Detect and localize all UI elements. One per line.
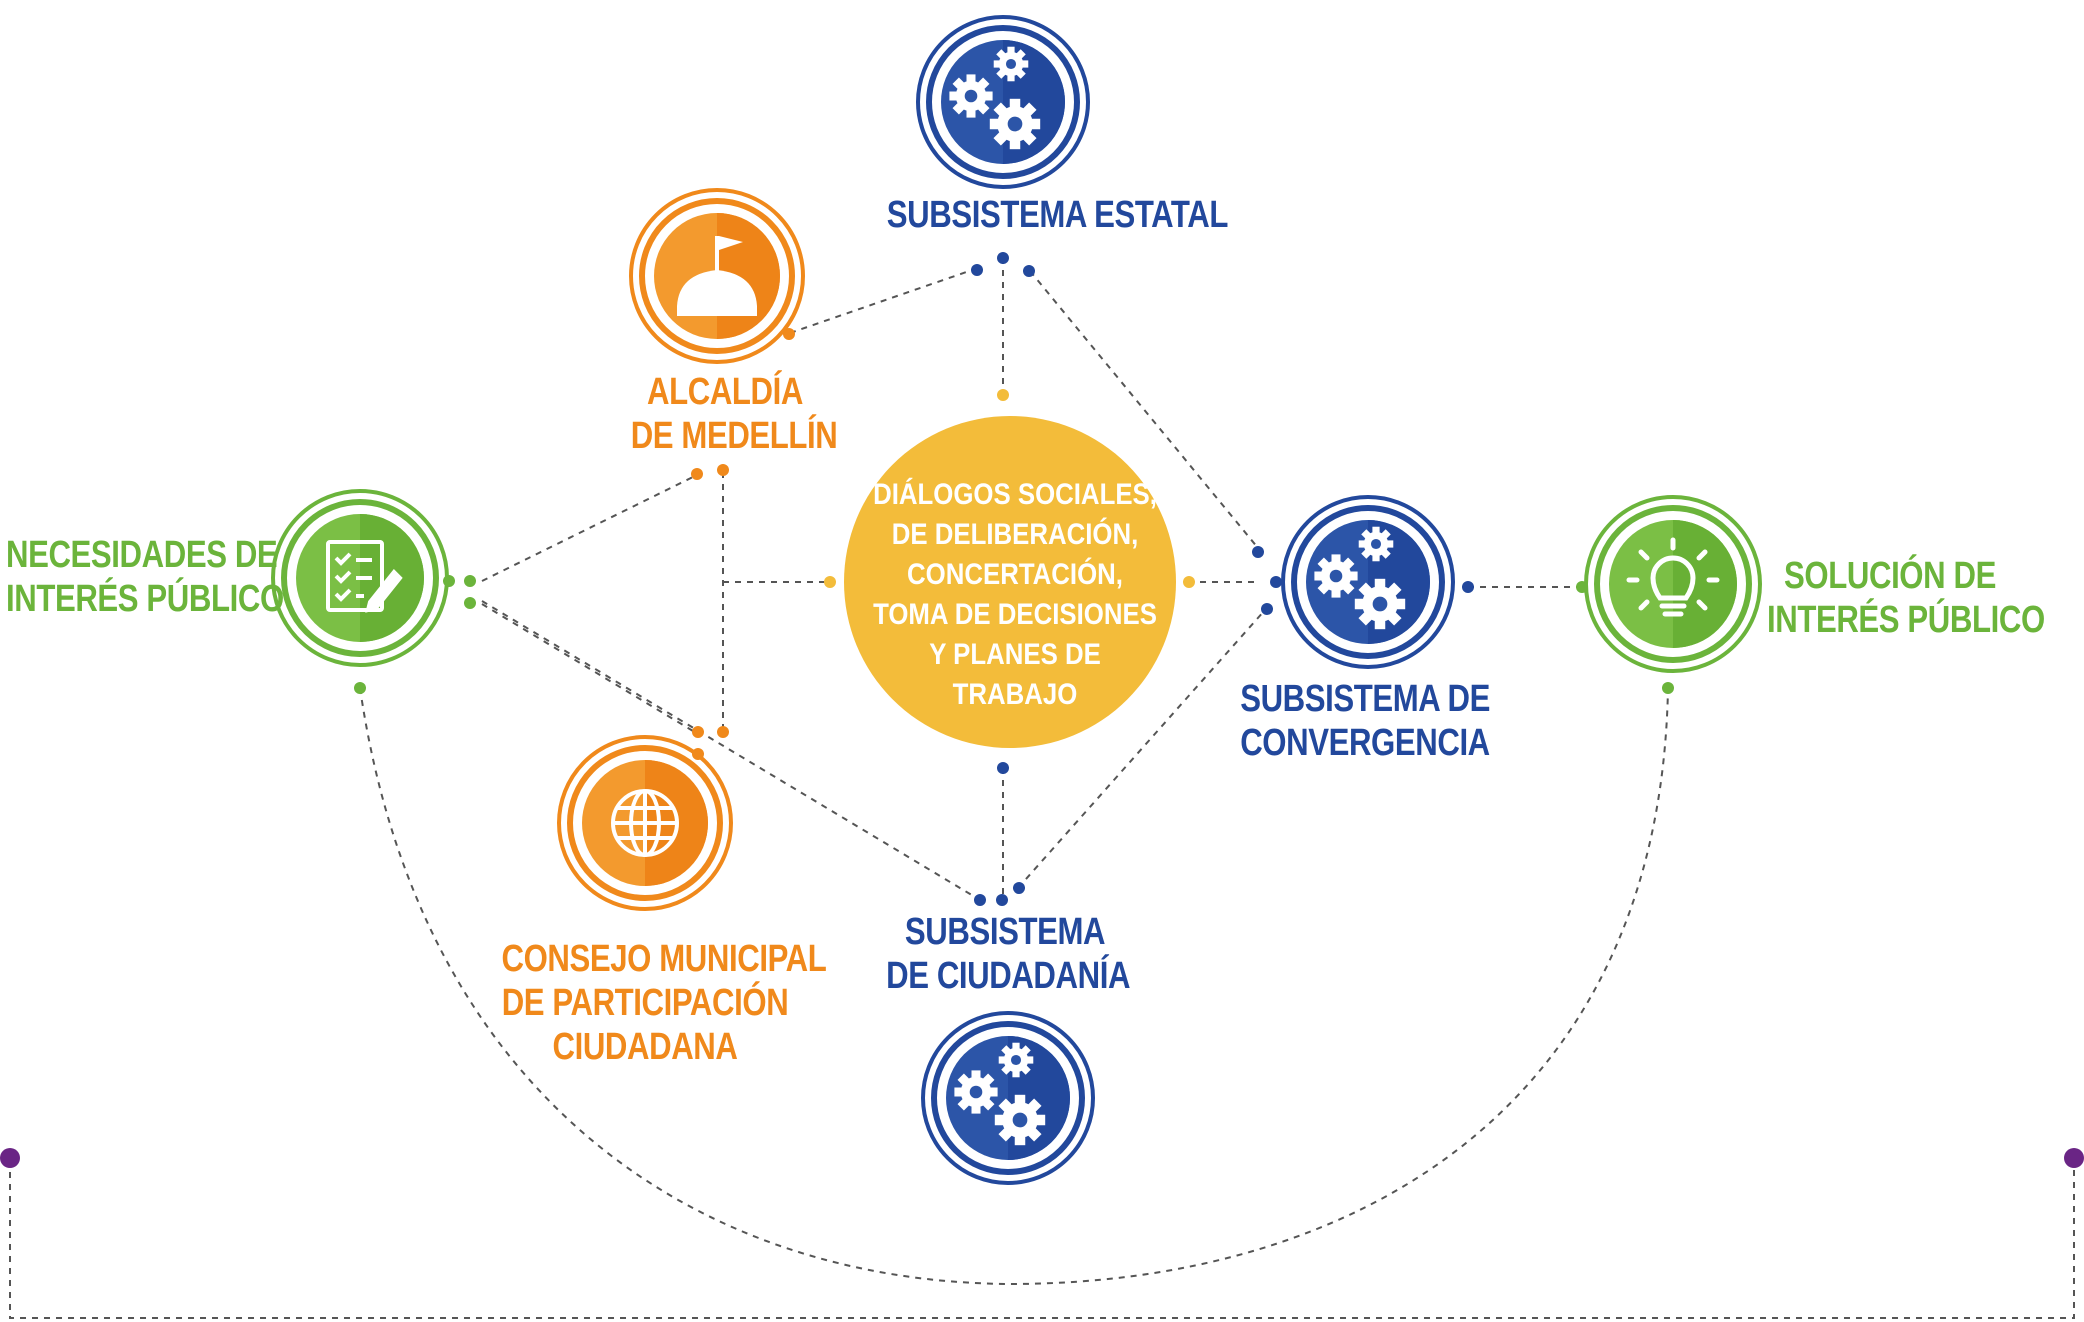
- flag-dome-icon: [677, 236, 757, 316]
- label-line: DE MEDELLÍN: [630, 415, 838, 457]
- lightbulb-icon: [1626, 537, 1720, 617]
- label-ciudadania: SUBSISTEMA DE CIUDADANÍA: [886, 910, 1131, 998]
- label-line: NECESIDADES DE: [6, 534, 278, 576]
- outcome-arc: [359, 687, 1669, 1286]
- label-line: SUBSISTEMA ESTATAL: [886, 194, 1229, 236]
- center-line: TOMA DE DECISIONES: [873, 598, 1157, 631]
- center-text: DIÁLOGOS SOCIALES, DE DELIBERACIÓN, CONC…: [869, 475, 1161, 715]
- node-consejo: [557, 735, 733, 911]
- label-line: SOLUCIÓN DE: [1784, 555, 1996, 597]
- label-estatal: SUBSISTEMA ESTATAL: [886, 193, 1229, 237]
- center-line: DE DELIBERACIÓN,: [891, 518, 1139, 551]
- globe-icon: [611, 789, 679, 857]
- checklist-pen-icon: [326, 540, 403, 613]
- label-line: ALCALDÍA: [647, 371, 803, 413]
- label-line: SUBSISTEMA: [904, 911, 1106, 953]
- node-convergencia: [1281, 495, 1455, 669]
- label-alcaldia: ALCALDÍA DE MEDELLÍN: [630, 370, 838, 458]
- center-circle: [844, 416, 1176, 748]
- label-line: SUBSISTEMA DE: [1240, 678, 1490, 720]
- node-alcaldia: [629, 188, 805, 364]
- node-necesidades: [271, 489, 449, 667]
- label-line: INTERÉS PÚBLICO: [1767, 599, 2045, 641]
- center-line: Y PLANES DE TRABAJO: [929, 638, 1101, 711]
- center-line: DIÁLOGOS SOCIALES,: [873, 478, 1157, 511]
- node-ciudadania: [921, 1011, 1095, 1185]
- label-line: CIUDADANA: [552, 1026, 738, 1068]
- connector-lines: [9, 258, 2075, 1319]
- label-solucion: SOLUCIÓN DE INTERÉS PÚBLICO: [1767, 554, 2045, 642]
- node-solucion: [1584, 495, 1762, 673]
- connector-dots: [0, 252, 2084, 1168]
- node-estatal: [916, 15, 1090, 189]
- label-convergencia: SUBSISTEMA DE CONVERGENCIA: [1240, 677, 1490, 765]
- label-consejo: CONSEJO MUNICIPAL DE PARTICIPACIÓN CIUDA…: [501, 937, 827, 1069]
- label-line: CONSEJO MUNICIPAL: [501, 938, 827, 980]
- center-line: CONCERTACIÓN,: [907, 558, 1123, 591]
- label-line: INTERÉS PÚBLICO: [6, 578, 284, 620]
- label-necesidades: NECESIDADES DE INTERÉS PÚBLICO: [6, 533, 284, 621]
- label-line: DE PARTICIPACIÓN: [501, 982, 789, 1024]
- frame-line: [9, 1160, 2075, 1319]
- label-line: DE CIUDADANÍA: [886, 955, 1131, 997]
- label-line: CONVERGENCIA: [1240, 722, 1490, 764]
